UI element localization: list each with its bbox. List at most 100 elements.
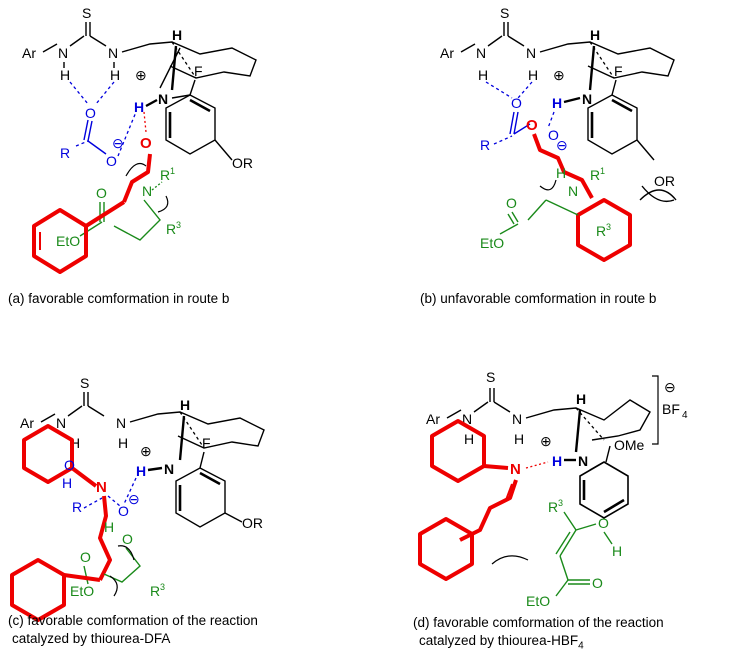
svg-text:O: O (80, 549, 91, 565)
svg-text:S: S (80, 375, 89, 391)
svg-text:3: 3 (160, 582, 165, 592)
svg-text:O: O (106, 153, 117, 169)
caption-b: (b) unfavorable comformation in route b (420, 291, 657, 306)
svg-text:3: 3 (606, 222, 611, 232)
svg-text:H: H (70, 435, 80, 451)
svg-text:F: F (202, 435, 211, 451)
svg-text:R: R (160, 167, 170, 183)
svg-text:H: H (134, 99, 144, 115)
svg-text:EtO: EtO (56, 233, 80, 249)
svg-text:O: O (140, 135, 152, 152)
caption-d-line2-text: catalyzed by thiourea-HBF (419, 633, 579, 648)
svg-text:H: H (514, 431, 524, 447)
svg-text:O: O (118, 503, 129, 519)
svg-text:F: F (614, 63, 623, 79)
svg-text:H: H (172, 27, 182, 43)
svg-text:Ar: Ar (440, 45, 454, 61)
svg-text:N: N (158, 91, 168, 107)
svg-text:N: N (476, 45, 486, 61)
svg-text:Ar: Ar (20, 415, 34, 431)
svg-text:O: O (511, 95, 522, 111)
svg-text:O: O (64, 457, 75, 473)
svg-text:⊖: ⊖ (128, 491, 140, 507)
svg-text:H: H (478, 67, 488, 83)
svg-text:4: 4 (682, 410, 688, 421)
svg-text:R: R (596, 223, 606, 239)
svg-text:1: 1 (600, 166, 605, 176)
svg-text:O: O (548, 127, 559, 143)
svg-text:N: N (58, 45, 68, 61)
svg-text:H: H (110, 67, 120, 83)
svg-text:H: H (104, 519, 114, 535)
svg-text:R: R (590, 167, 600, 183)
caption-d-line1: (d) favorable comformation of the reacti… (413, 615, 664, 630)
svg-text:H: H (528, 67, 538, 83)
svg-text:⊕: ⊕ (135, 67, 147, 83)
svg-text:EtO: EtO (526, 593, 550, 609)
svg-text:H: H (60, 67, 70, 83)
svg-text:⊕: ⊕ (553, 67, 565, 83)
svg-text:N: N (116, 415, 126, 431)
svg-text:3: 3 (558, 498, 563, 508)
svg-text:N: N (56, 415, 66, 431)
svg-text:R: R (150, 583, 160, 599)
caption-c-line2: catalyzed by thiourea-DFA (12, 631, 171, 646)
svg-text:⊖: ⊖ (556, 137, 568, 153)
svg-text:O: O (506, 195, 517, 211)
panel-b-structure: Ar N S N H H H ⊕ N H F OR O R O O ⊖ (440, 5, 677, 262)
svg-text:N: N (512, 411, 522, 427)
panel-a-structure: Ar N S N H H H ⊕ N H F OR O (22, 5, 257, 274)
svg-text:⊖: ⊖ (112, 135, 124, 151)
svg-text:Ar: Ar (426, 411, 440, 427)
svg-text:O: O (598, 515, 609, 531)
caption-c-line1: (c) favorable comformation of the reacti… (8, 613, 258, 628)
svg-text:EtO: EtO (480, 235, 504, 251)
svg-text:OR: OR (232, 155, 253, 171)
svg-text:O: O (85, 105, 96, 121)
svg-text:N: N (96, 479, 107, 496)
svg-text:N: N (108, 45, 118, 61)
panel-d-structure: Ar N S N H H H ⊕ N H OMe ⊖ BF 4 N (418, 369, 688, 609)
caption-a: (a) favorable comformation in route b (8, 291, 230, 306)
svg-text:H: H (180, 397, 190, 413)
svg-text:H: H (612, 543, 622, 559)
svg-text:1: 1 (170, 166, 175, 176)
caption-d-line2-subscript: 4 (578, 640, 584, 652)
svg-text:3: 3 (176, 220, 181, 230)
svg-text:BF: BF (662, 401, 680, 417)
svg-text:R: R (72, 499, 82, 515)
svg-text:H: H (62, 475, 72, 491)
svg-text:O: O (122, 531, 133, 547)
svg-text:Ar: Ar (22, 45, 36, 61)
svg-text:OR: OR (654, 173, 675, 189)
svg-text:H: H (590, 27, 600, 43)
svg-text:H: H (552, 453, 562, 469)
svg-text:OMe: OMe (614, 437, 645, 453)
svg-text:H: H (464, 431, 474, 447)
svg-text:N: N (526, 45, 536, 61)
svg-text:N: N (462, 411, 472, 427)
svg-text:S: S (486, 369, 495, 385)
svg-text:H: H (576, 391, 586, 407)
svg-text:R: R (166, 221, 176, 237)
svg-text:N: N (510, 461, 521, 478)
svg-text:⊖: ⊖ (664, 379, 676, 395)
svg-text:R: R (548, 499, 558, 515)
svg-text:O: O (526, 117, 538, 134)
svg-text:OR: OR (242, 515, 263, 531)
svg-text:O: O (592, 575, 603, 591)
svg-text:N: N (578, 453, 588, 469)
caption-d-line2: catalyzed by thiourea-HBF4 (419, 632, 584, 655)
svg-text:R: R (480, 137, 490, 153)
svg-text:N: N (568, 183, 578, 199)
svg-text:N: N (142, 183, 152, 199)
svg-text:H: H (136, 463, 146, 479)
svg-text:⊕: ⊕ (140, 443, 152, 459)
svg-text:⊕: ⊕ (540, 433, 552, 449)
svg-text:N: N (164, 461, 174, 477)
svg-text:F: F (194, 63, 203, 79)
svg-text:S: S (82, 5, 91, 21)
svg-text:R: R (60, 145, 70, 161)
svg-text:N: N (582, 91, 592, 107)
